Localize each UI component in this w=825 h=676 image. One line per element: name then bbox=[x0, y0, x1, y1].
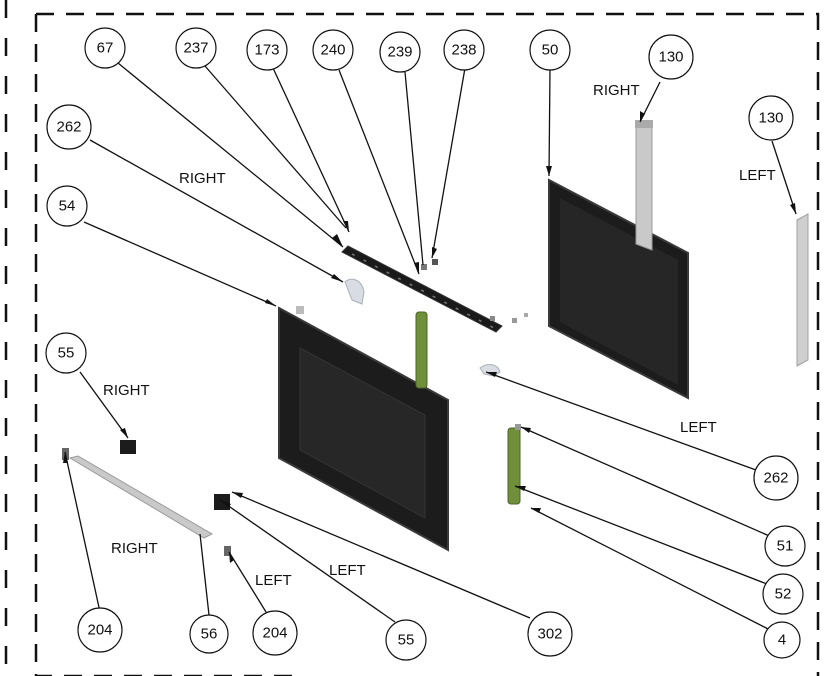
green-part-52 bbox=[507, 427, 521, 505]
svg-text:52: 52 bbox=[775, 586, 792, 603]
green-upright-top bbox=[415, 311, 428, 389]
label-left-130: LEFT bbox=[739, 167, 776, 184]
label-right-262: RIGHT bbox=[179, 170, 226, 187]
label-left-262: LEFT bbox=[680, 419, 717, 436]
svg-text:239: 239 bbox=[387, 44, 412, 61]
svg-text:262: 262 bbox=[763, 470, 788, 487]
part-screws-right bbox=[490, 316, 495, 321]
svg-text:173: 173 bbox=[254, 42, 279, 59]
rail-130-left bbox=[796, 213, 809, 367]
part-238 bbox=[432, 259, 438, 265]
rail-130-right-top bbox=[635, 120, 653, 128]
arrowheads bbox=[63, 111, 796, 563]
rail-130-right bbox=[635, 123, 653, 251]
callout-130-left: 130 bbox=[748, 95, 794, 141]
callout-51: 51 bbox=[764, 525, 806, 567]
svg-text:55: 55 bbox=[398, 632, 415, 649]
callout-239: 239 bbox=[379, 31, 421, 73]
top-bar-173 bbox=[341, 245, 503, 333]
svg-text:56: 56 bbox=[201, 626, 218, 643]
front-door-window bbox=[299, 347, 426, 519]
bottom-rail-56 bbox=[68, 455, 214, 539]
callout-302: 302 bbox=[527, 611, 573, 657]
label-left-55: LEFT bbox=[329, 562, 366, 579]
callout-55-bottom: 55 bbox=[385, 619, 427, 661]
callout-262-top: 262 bbox=[46, 104, 92, 150]
part-51-cap bbox=[515, 424, 521, 430]
door-top-clip bbox=[296, 306, 304, 314]
svg-text:204: 204 bbox=[262, 625, 287, 642]
callout-237: 237 bbox=[175, 27, 217, 69]
callout-52: 52 bbox=[762, 573, 804, 615]
svg-text:54: 54 bbox=[59, 198, 76, 215]
label-right-55: RIGHT bbox=[103, 382, 150, 399]
leader-lines bbox=[64, 62, 797, 633]
svg-text:55: 55 bbox=[58, 345, 75, 362]
svg-text:50: 50 bbox=[542, 42, 559, 59]
hinge-262-top bbox=[344, 278, 365, 305]
callout-238: 238 bbox=[443, 29, 485, 71]
part-screws-right-3 bbox=[524, 313, 528, 317]
label-right-56: RIGHT bbox=[111, 540, 158, 557]
svg-text:67: 67 bbox=[97, 40, 114, 57]
callout-204-left: 204 bbox=[77, 607, 123, 653]
svg-text:302: 302 bbox=[537, 626, 562, 643]
svg-text:238: 238 bbox=[451, 42, 476, 59]
end-cap-204-right bbox=[224, 546, 231, 556]
top-bar-holes bbox=[351, 253, 495, 329]
svg-text:240: 240 bbox=[320, 42, 345, 59]
svg-text:204: 204 bbox=[87, 622, 112, 639]
callout-4: 4 bbox=[763, 621, 801, 659]
svg-text:4: 4 bbox=[778, 632, 786, 649]
part-screws-right-2 bbox=[512, 318, 517, 323]
block-55-top bbox=[120, 440, 136, 454]
callout-67: 67 bbox=[84, 27, 126, 69]
callout-240: 240 bbox=[312, 29, 354, 71]
svg-text:130: 130 bbox=[758, 110, 783, 127]
svg-text:237: 237 bbox=[183, 40, 208, 57]
svg-text:130: 130 bbox=[658, 49, 683, 66]
svg-text:51: 51 bbox=[777, 538, 794, 555]
callout-55-top: 55 bbox=[45, 332, 87, 374]
callout-262-bottom: 262 bbox=[753, 455, 799, 501]
callout-130-right: 130 bbox=[648, 34, 694, 80]
label-right-130: RIGHT bbox=[593, 82, 640, 99]
dashed-frame bbox=[34, 12, 820, 676]
svg-text:262: 262 bbox=[56, 119, 81, 136]
callout-54: 54 bbox=[46, 185, 88, 227]
callout-173: 173 bbox=[246, 29, 288, 71]
part-239 bbox=[421, 264, 427, 270]
callout-204-right: 204 bbox=[252, 610, 298, 656]
callout-56: 56 bbox=[189, 614, 229, 654]
callout-50: 50 bbox=[529, 29, 571, 71]
label-left-204: LEFT bbox=[255, 572, 292, 589]
hinge-262-bottom bbox=[479, 364, 501, 377]
